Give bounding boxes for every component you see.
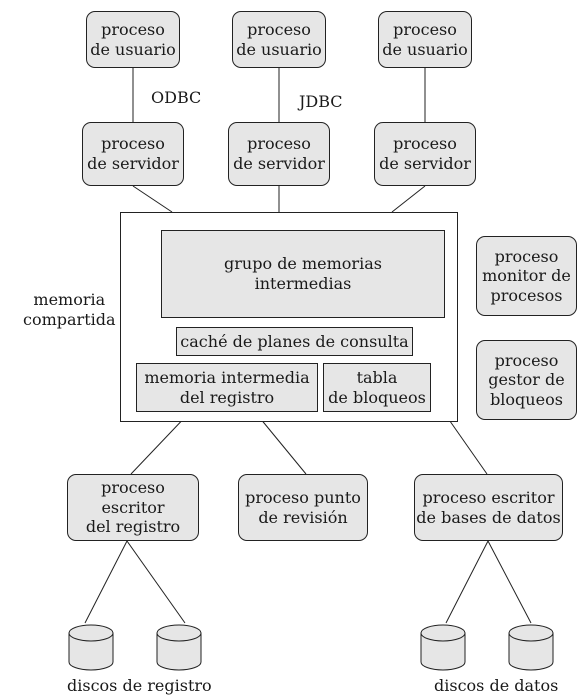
data-disks-label: discos de datos bbox=[434, 676, 559, 695]
checkpoint-process-box: proceso punto de revisión bbox=[238, 474, 368, 541]
server-memory-line-3 bbox=[391, 185, 426, 213]
process-monitor-box: proceso monitor de procesos bbox=[476, 236, 577, 316]
server-process-box: proceso de servidor bbox=[228, 122, 330, 186]
log-writer-process-box: proceso escritor del registro bbox=[67, 474, 199, 541]
log-disk-line-2 bbox=[126, 540, 186, 624]
jdbc-label: JDBC bbox=[299, 92, 343, 111]
user-process-box: proceso de usuario bbox=[86, 11, 180, 68]
db-writer-process-box: proceso escritor de bases de datos bbox=[414, 474, 563, 541]
buffer-pool-box: grupo de memorias intermedias bbox=[161, 230, 445, 318]
lock-manager-box: proceso gestor de bloqueos bbox=[476, 340, 577, 420]
odbc-label: ODBC bbox=[151, 88, 202, 107]
log-disk-line-1 bbox=[84, 540, 128, 624]
shared-memory-label: memoria compartida bbox=[23, 290, 116, 329]
buffer-db-writer-line bbox=[444, 413, 488, 475]
log-buffer-writer-line bbox=[130, 411, 191, 475]
data-disk-icon bbox=[508, 624, 554, 671]
query-plan-cache-box: caché de planes de consulta bbox=[176, 327, 413, 356]
lock-table-box: tabla de bloqueos bbox=[323, 363, 431, 412]
log-disks-label: discos de registro bbox=[67, 676, 212, 695]
log-buffer-box: memoria intermedia del registro bbox=[136, 363, 318, 412]
data-disk-line-2 bbox=[487, 540, 532, 624]
server-process-box: proceso de servidor bbox=[82, 122, 184, 186]
server-memory-line-1 bbox=[132, 185, 173, 213]
user-process-box: proceso de usuario bbox=[232, 11, 326, 68]
log-buffer-checkpoint-line bbox=[254, 411, 307, 475]
data-disk-line-1 bbox=[445, 540, 489, 624]
log-disk-icon bbox=[156, 624, 202, 671]
log-disk-icon bbox=[68, 624, 114, 671]
user-process-box: proceso de usuario bbox=[378, 11, 472, 68]
data-disk-icon bbox=[420, 624, 466, 671]
server-process-box: proceso de servidor bbox=[374, 122, 476, 186]
